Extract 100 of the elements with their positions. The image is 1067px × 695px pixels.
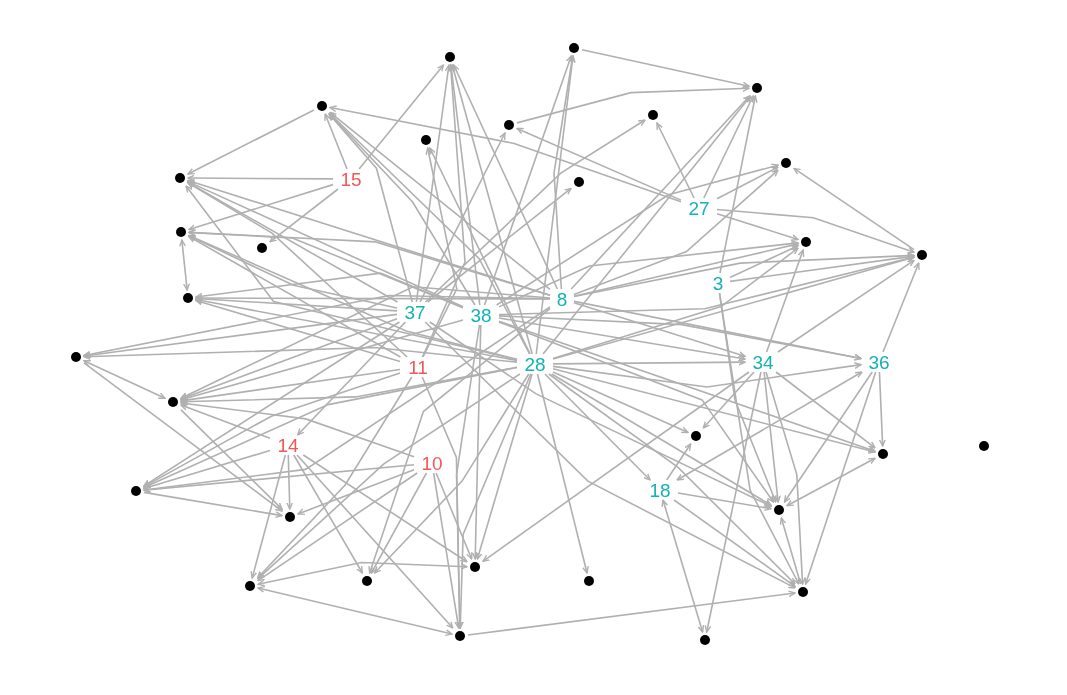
arrow <box>467 590 796 636</box>
arrow <box>286 454 294 510</box>
arrow <box>329 105 682 203</box>
arrow <box>435 472 473 560</box>
arrow <box>195 297 518 362</box>
arrow <box>471 324 482 560</box>
arrow <box>793 167 915 251</box>
arrow <box>661 499 705 633</box>
arrow <box>498 315 862 361</box>
arrow <box>83 346 518 363</box>
arrow <box>483 55 573 306</box>
arrow <box>552 371 689 434</box>
arrow <box>297 469 415 516</box>
arrow <box>718 292 800 585</box>
arrow <box>716 166 779 200</box>
arrow <box>673 499 796 588</box>
arrow <box>550 373 772 506</box>
arrow <box>878 371 886 447</box>
arrow <box>370 472 428 574</box>
arrow <box>573 169 779 296</box>
arrow <box>421 376 464 629</box>
arrow <box>777 259 915 353</box>
arrow <box>143 321 401 487</box>
arrow <box>421 64 466 358</box>
arrow <box>448 64 481 306</box>
arrow <box>179 239 190 291</box>
arrow <box>516 127 682 201</box>
arrow <box>302 454 468 563</box>
arrow <box>296 321 407 436</box>
arrow <box>783 371 874 503</box>
arrow <box>195 298 401 363</box>
arrow <box>83 362 283 512</box>
arrow <box>704 371 762 633</box>
arrow <box>180 403 271 440</box>
arrow <box>536 373 589 574</box>
arrow <box>143 306 551 493</box>
arrow <box>552 255 915 360</box>
arrow <box>552 367 876 454</box>
arrow <box>188 235 402 358</box>
arrow <box>729 244 799 279</box>
arrow <box>677 492 772 512</box>
arrow <box>429 321 772 507</box>
arrow <box>498 320 876 453</box>
arrow <box>552 247 799 360</box>
arrow <box>676 371 863 481</box>
arrow <box>187 109 315 175</box>
arrow <box>495 163 779 306</box>
arrow <box>257 561 468 587</box>
arrow <box>573 241 799 297</box>
arrow <box>786 457 876 507</box>
arrow <box>329 112 531 355</box>
arrow <box>83 294 551 358</box>
arrow <box>432 472 462 629</box>
arrow <box>516 85 750 124</box>
arrow <box>143 449 271 491</box>
arrow <box>419 132 506 303</box>
arrow <box>195 295 398 312</box>
arrow <box>482 371 750 563</box>
arrow <box>296 454 454 629</box>
arrow <box>729 253 915 283</box>
arrow <box>429 147 531 355</box>
arrow <box>765 371 806 585</box>
arrow <box>452 64 559 290</box>
arrow <box>328 113 414 303</box>
arrow <box>719 95 758 274</box>
arrow <box>187 174 334 182</box>
arrow <box>544 373 651 481</box>
arrow <box>702 371 755 429</box>
arrow <box>573 300 862 361</box>
arrow <box>716 208 915 254</box>
arrow <box>187 182 408 358</box>
arrow <box>143 491 283 519</box>
arrow <box>581 48 750 89</box>
arrow <box>475 373 533 560</box>
arrow <box>424 321 796 589</box>
arrow <box>257 472 418 582</box>
arrow <box>373 373 530 574</box>
arrow <box>256 376 413 579</box>
arrow <box>552 362 862 388</box>
arrow <box>188 183 334 231</box>
arrow <box>83 359 166 400</box>
arrow <box>573 252 915 298</box>
arrow <box>498 321 775 503</box>
arrow <box>573 301 746 358</box>
arrow <box>143 366 518 489</box>
arrow <box>188 235 398 309</box>
arrow <box>368 307 551 574</box>
arrow <box>415 64 452 303</box>
arrow <box>143 463 415 494</box>
arrow <box>553 55 576 290</box>
arrow <box>498 240 799 308</box>
arrow <box>180 400 415 458</box>
arrow <box>324 113 348 170</box>
arrow <box>180 409 283 510</box>
arrow <box>656 122 695 199</box>
arrow <box>498 255 915 316</box>
arrow <box>293 454 364 574</box>
arrow <box>424 119 646 303</box>
arrow <box>195 294 551 302</box>
arrow <box>882 262 920 353</box>
